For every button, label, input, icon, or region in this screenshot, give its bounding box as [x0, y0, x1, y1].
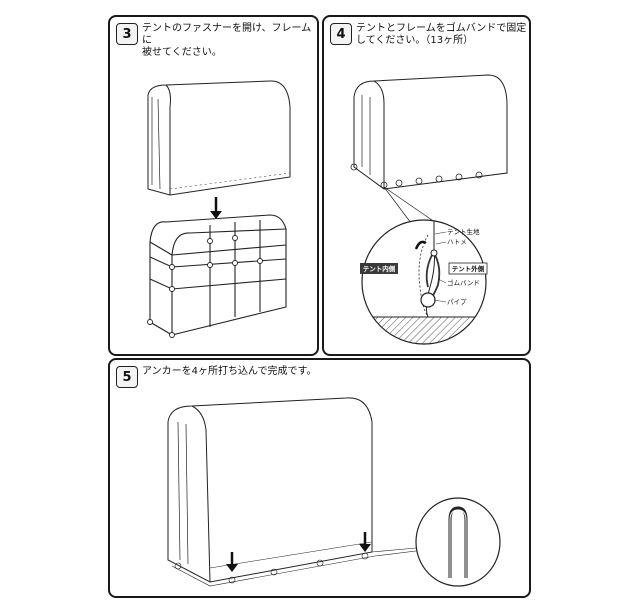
- band-points: [350, 163, 483, 189]
- step-4-instruction: テントとフレームをゴムバンドで固定 してください。（13ヶ所）: [356, 23, 527, 46]
- frame-joints: [147, 235, 263, 338]
- step-5-instruction: アンカーを4ヶ所打ち込んで完成です。: [142, 366, 317, 377]
- step-4-number: 4: [330, 23, 352, 45]
- step-3-instruction: テントのファスナーを開け、フレームに 被せてください。: [142, 23, 312, 58]
- covered-frame-drawing: [353, 74, 508, 190]
- step-5-illustration: [167, 397, 501, 587]
- anchor-detail-oval: [371, 497, 501, 587]
- step-5-panel: 5 アンカーを4ヶ所打ち込んで完成です。: [108, 358, 531, 598]
- outer-side-tag: テント外側: [448, 262, 488, 275]
- detail-labels: [433, 231, 447, 303]
- ground-line: [171, 547, 441, 587]
- band-label: ゴムバンド: [447, 278, 480, 287]
- fabric-label: テント生地: [447, 227, 480, 236]
- svg-text:テント内側: テント内側: [363, 264, 396, 273]
- pipe-label: パイプ: [447, 298, 467, 306]
- grommet-label: ハトメ: [447, 238, 467, 246]
- callout-line: [383, 186, 415, 228]
- step-3-panel: 3 テントのファスナーを開け、フレームに 被せてください。: [108, 15, 319, 356]
- anchor-arrow-icon: [226, 552, 238, 572]
- tent-cover-drawing: [147, 80, 291, 196]
- step-3-illustration: [147, 80, 291, 338]
- pipe-frame-drawing: [149, 214, 287, 336]
- finished-tent-drawing: [167, 397, 373, 583]
- anchor-arrow-icon: [359, 532, 371, 552]
- down-arrow-icon: [210, 197, 222, 219]
- inner-side-tag: テント内側: [360, 263, 398, 274]
- step-3-number: 3: [116, 23, 138, 45]
- detail-zoom-circle: [361, 219, 487, 345]
- step-4-panel: 4 テントとフレームをゴムバンドで固定 してください。（13ヶ所）: [322, 15, 531, 356]
- step-4-illustration: テント内側 テント外側 テント生地 ハトメ ゴムバンド パイプ: [350, 74, 508, 345]
- svg-text:テント外側: テント外側: [452, 264, 485, 273]
- step-5-number: 5: [116, 366, 138, 388]
